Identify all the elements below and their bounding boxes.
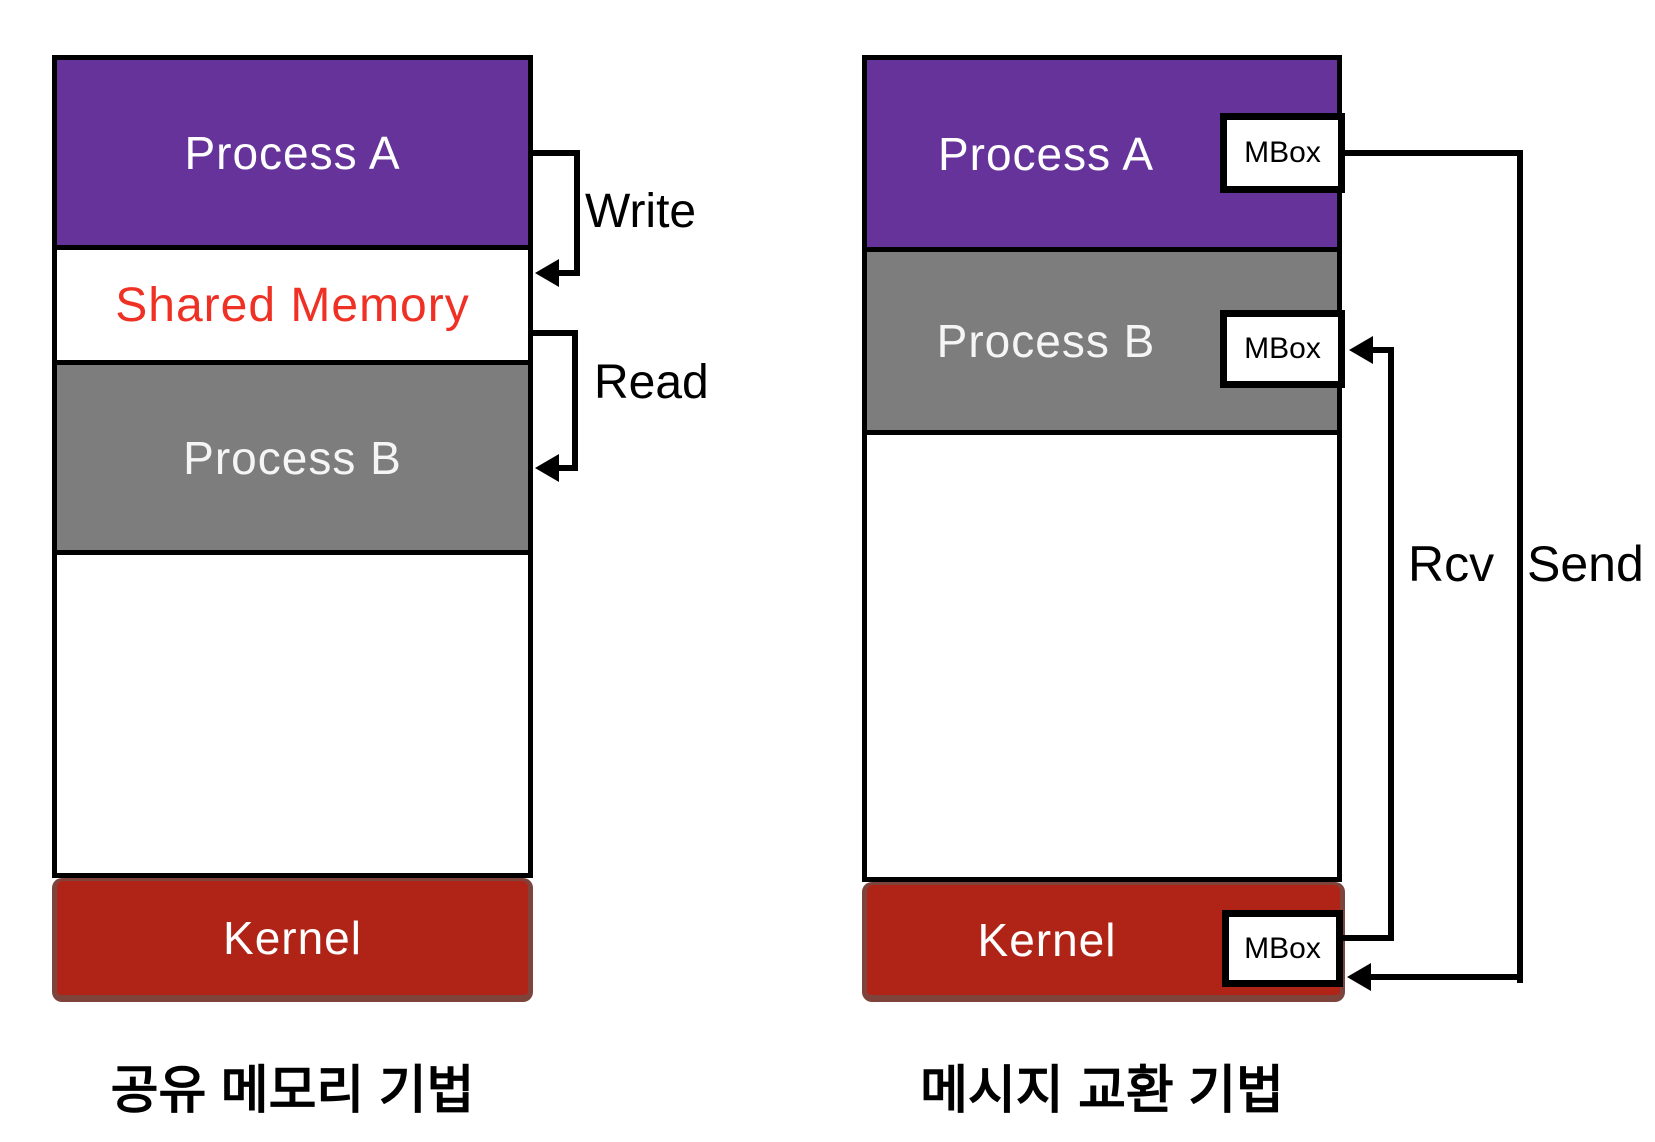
shared-memory-box: Shared Memory: [57, 250, 528, 365]
left-kernel-label: Kernel: [223, 912, 362, 964]
mbox-process-b-label: MBox: [1244, 332, 1321, 365]
mbox-kernel-label: MBox: [1244, 931, 1321, 965]
send-arrow-top-segment: [1345, 150, 1523, 156]
right-caption: 메시지 교환 기법: [920, 1062, 1284, 1120]
right-process-a-label-wrap: Process A: [867, 60, 1225, 247]
write-arrow-top-segment: [533, 150, 580, 156]
send-arrowhead-icon: [1347, 963, 1371, 991]
right-empty-region: [867, 435, 1337, 872]
send-arrow-vertical-segment: [1517, 150, 1523, 983]
rcv-label: Rcv: [1408, 536, 1495, 592]
right-process-b-label: Process B: [936, 315, 1156, 367]
write-arrow-vertical-segment: [574, 150, 580, 276]
right-process-a-label: Process A: [937, 127, 1155, 180]
mbox-kernel: MBox: [1222, 910, 1343, 987]
write-arrowhead-icon: [535, 259, 559, 287]
read-arrow-bottom-segment: [555, 465, 578, 471]
left-process-b-box: Process B: [57, 365, 528, 555]
read-arrow-top-segment: [533, 330, 578, 336]
left-kernel-box: Kernel: [52, 878, 533, 1002]
write-label: Write: [585, 185, 697, 238]
rcv-arrowhead-icon: [1349, 336, 1373, 364]
mbox-process-b: MBox: [1220, 310, 1345, 388]
left-empty-region: [57, 555, 528, 858]
read-arrowhead-icon: [535, 454, 559, 482]
mbox-process-a: MBox: [1220, 113, 1345, 193]
right-process-b-label-wrap: Process B: [867, 252, 1225, 430]
left-process-a-box: Process A: [57, 60, 528, 250]
shared-memory-label: Shared Memory: [115, 278, 470, 332]
left-process-b-label: Process B: [183, 431, 402, 484]
rcv-arrow-vertical-segment: [1388, 347, 1394, 941]
mbox-process-a-label: MBox: [1244, 136, 1321, 169]
left-process-a-label: Process A: [184, 126, 401, 179]
send-arrow-bottom-segment: [1369, 974, 1523, 980]
right-kernel-label: Kernel: [977, 914, 1117, 966]
read-label: Read: [594, 356, 709, 409]
left-memory-column: Process A Shared Memory Process B: [52, 55, 533, 878]
rcv-arrow-top-segment: [1371, 347, 1394, 353]
send-label: Send: [1527, 536, 1644, 592]
write-arrow-bottom-segment: [555, 270, 580, 276]
left-caption: 공유 메모리 기법: [110, 1062, 475, 1120]
right-process-b-box: Process B: [867, 252, 1337, 435]
read-arrow-vertical-segment: [572, 330, 578, 471]
right-kernel-label-wrap: Kernel: [867, 885, 1227, 995]
rcv-arrow-bottom-segment: [1343, 935, 1388, 941]
